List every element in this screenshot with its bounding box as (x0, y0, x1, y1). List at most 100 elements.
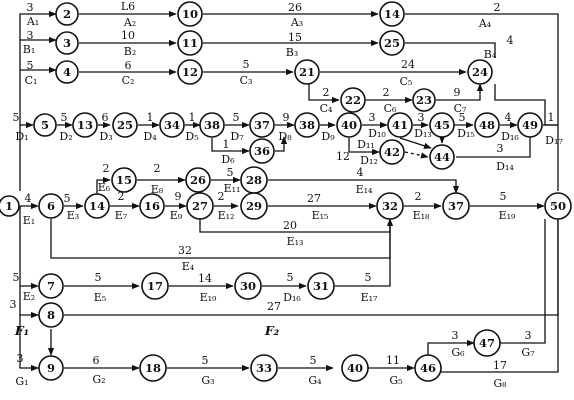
node-15[interactable]: 15 (111, 167, 137, 193)
label-d1-duration: 5 (13, 111, 20, 124)
node-label: 45 (434, 118, 450, 132)
node-label: 29 (246, 199, 262, 213)
node-31[interactable]: 31 (307, 272, 335, 300)
node-2[interactable]: 2 (55, 2, 79, 26)
node-17[interactable]: 17 (141, 272, 169, 300)
label-g5-duration: 11 (386, 354, 400, 367)
node-13[interactable]: 13 (72, 112, 98, 138)
node-49[interactable]: 49 (517, 112, 543, 138)
label-d14-duration: 3 (497, 142, 504, 155)
node-24[interactable]: 24 (467, 59, 493, 85)
label-g2-duration: 6 (93, 354, 100, 367)
label-e18-duration: 2 (415, 190, 422, 203)
label-e7-duration: 2 (118, 190, 125, 203)
node-9[interactable]: 9 (38, 355, 64, 381)
node-18[interactable]: 18 (139, 354, 167, 382)
label-d12-duration: 12 (336, 150, 350, 163)
label-g1: G₁ (15, 375, 28, 388)
activity-labels: 3 A₁ L6 A₂ 26 A₃ 2 A₄ 3 B₁ 10 B₂ 15 B₃ B… (10, 0, 564, 390)
node-23[interactable]: 23 (412, 88, 436, 112)
node-10[interactable]: 10 (177, 1, 203, 27)
node-47[interactable]: 47 (473, 329, 501, 357)
node-7[interactable]: 7 (38, 273, 64, 299)
node-21[interactable]: 21 (294, 59, 320, 85)
node-6[interactable]: 6 (38, 193, 64, 219)
node-38b[interactable]: 38 (294, 112, 320, 138)
node-label: 42 (384, 145, 400, 159)
node-5[interactable]: 5 (33, 113, 57, 137)
node-label: 21 (299, 65, 315, 79)
node-50[interactable]: 50 (544, 192, 572, 220)
label-d5: D₅ (185, 130, 198, 143)
label-e4: E₄ (182, 260, 195, 273)
edge-e17 (335, 219, 391, 287)
label-d14: D₁₄ (496, 160, 514, 173)
node-26[interactable]: 26 (185, 167, 211, 193)
node-25b[interactable]: 25 (112, 112, 138, 138)
node-37[interactable]: 37 (249, 112, 275, 138)
node-8[interactable]: 8 (38, 302, 64, 328)
node-14b[interactable]: 14 (84, 193, 110, 219)
node-label: 7 (47, 279, 55, 293)
node-14[interactable]: 14 (379, 1, 405, 27)
label-g4: G₄ (308, 374, 322, 387)
label-d2-duration: 5 (61, 111, 68, 124)
label-d17: D₁₇ (545, 134, 563, 147)
label-e12: E₁₂ (218, 209, 235, 222)
label-e19-duration: 5 (500, 190, 507, 203)
node-38[interactable]: 38 (199, 112, 225, 138)
node-37b[interactable]: 37 (442, 192, 470, 220)
label-e18: E₁₈ (413, 209, 430, 222)
node-30[interactable]: 30 (234, 272, 262, 300)
label-c5: C₅ (400, 75, 413, 88)
label-c6-duration: 2 (383, 86, 390, 99)
node-28[interactable]: 28 (240, 166, 268, 194)
node-45[interactable]: 45 (429, 112, 455, 138)
node-label: 38 (204, 118, 220, 132)
label-e19b-duration: 14 (198, 272, 212, 285)
label-b3-duration: 15 (288, 31, 302, 44)
label-c1-duration: 5 (27, 59, 34, 72)
node-22[interactable]: 22 (340, 87, 366, 113)
node-42[interactable]: 42 (379, 139, 405, 165)
node-3[interactable]: 3 (55, 31, 79, 55)
label-e1: E₁ (23, 214, 35, 227)
label-g7: G₇ (521, 346, 535, 359)
node-16[interactable]: 16 (139, 193, 165, 219)
label-d16b-duration: 5 (287, 271, 294, 284)
node-label: 27 (192, 199, 208, 213)
node-36[interactable]: 36 (249, 138, 275, 164)
label-c3: C₃ (240, 74, 253, 87)
label-e9-duration: 9 (175, 190, 182, 203)
node-25[interactable]: 25 (379, 30, 405, 56)
node-41[interactable]: 41 (387, 112, 413, 138)
label-a2: A₂ (123, 16, 136, 29)
node-label: 31 (313, 279, 329, 293)
label-c1: C₁ (25, 74, 38, 87)
node-46[interactable]: 46 (414, 354, 442, 382)
label-g5: G₅ (389, 374, 402, 387)
node-32[interactable]: 32 (376, 192, 404, 220)
node-33[interactable]: 33 (250, 354, 278, 382)
node-27[interactable]: 27 (186, 192, 214, 220)
node-4[interactable]: 4 (55, 60, 79, 84)
edge-d6-return (275, 136, 288, 152)
node-48[interactable]: 48 (474, 112, 500, 138)
node-11[interactable]: 11 (177, 30, 203, 56)
label-d13: D₁₃ (414, 127, 432, 140)
node-40b[interactable]: 40 (341, 354, 369, 382)
edge-g1 (19, 315, 39, 372)
label-g8: G₈ (493, 377, 507, 390)
node-44[interactable]: 44 (429, 144, 455, 170)
node-12[interactable]: 12 (177, 59, 203, 85)
label-d4-duration: 1 (147, 111, 154, 124)
node-34[interactable]: 34 (159, 112, 185, 138)
edge-g6 (427, 339, 475, 355)
label-d15-duration: 5 (459, 111, 466, 124)
node-29[interactable]: 29 (240, 192, 268, 220)
node-1[interactable]: 1 (0, 195, 20, 217)
node-40[interactable]: 40 (336, 112, 362, 138)
label-a1-duration: 3 (27, 1, 34, 14)
node-label: 46 (420, 361, 436, 375)
